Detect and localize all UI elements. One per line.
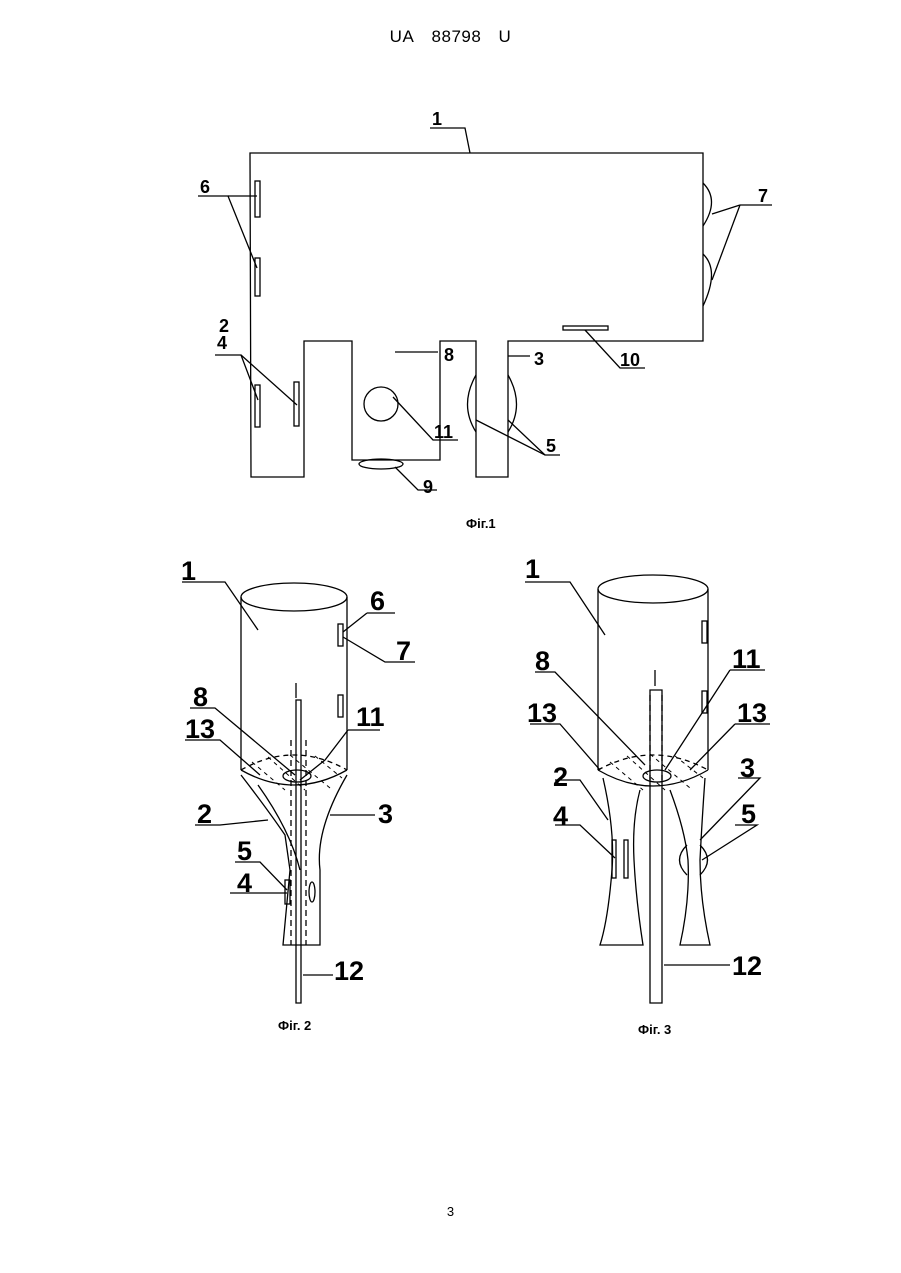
fig3-label-1: 1	[525, 554, 540, 584]
fig3-label-13-right: 13	[737, 698, 767, 728]
fig3-label-11: 11	[732, 644, 761, 674]
fig3-label-12: 12	[732, 951, 762, 981]
fig3-label-2: 2	[553, 762, 568, 792]
fig3-label-4: 4	[553, 801, 568, 831]
fig3-label-13-left: 13	[527, 698, 557, 728]
figure-3-caption: Фіг. 3	[638, 1022, 671, 1037]
fig3-label-8: 8	[535, 646, 550, 676]
page-number: 3	[0, 1204, 901, 1219]
fig3-label-5: 5	[741, 799, 756, 829]
fig3-label-3: 3	[740, 753, 755, 783]
